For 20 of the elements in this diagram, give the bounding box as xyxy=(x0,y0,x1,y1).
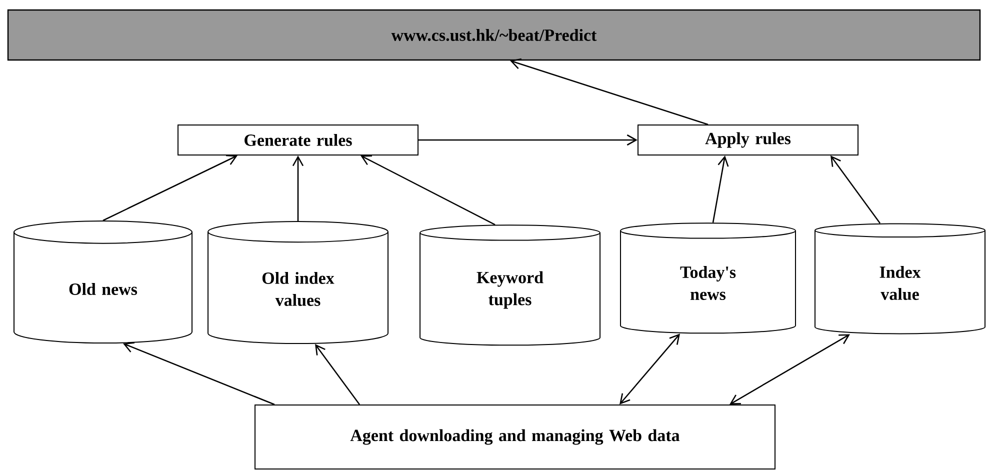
database-cylinder: Today's news xyxy=(620,222,796,334)
arrow xyxy=(123,342,275,406)
database-cylinder: Index value xyxy=(814,223,986,334)
banner-bar: www.cs.ust.hk/~beat/Predict xyxy=(7,9,981,61)
database-cylinder: Old index values xyxy=(208,221,388,344)
arrow xyxy=(102,154,238,222)
process-box: Generate rules xyxy=(178,124,418,156)
process-box: Agent downloading and managing Web data xyxy=(254,404,776,470)
arrow xyxy=(315,344,360,405)
arrow xyxy=(360,155,496,226)
arrow xyxy=(292,156,304,222)
database-cylinder: Keyword tuples xyxy=(420,224,600,346)
arrow xyxy=(510,58,708,126)
arrow xyxy=(730,334,850,404)
arrow xyxy=(712,156,729,223)
database-cylinder: Old news xyxy=(14,220,192,344)
arrow xyxy=(418,134,638,146)
process-box: Apply rules xyxy=(638,124,858,156)
arrow xyxy=(830,156,881,224)
arrow xyxy=(620,334,680,404)
